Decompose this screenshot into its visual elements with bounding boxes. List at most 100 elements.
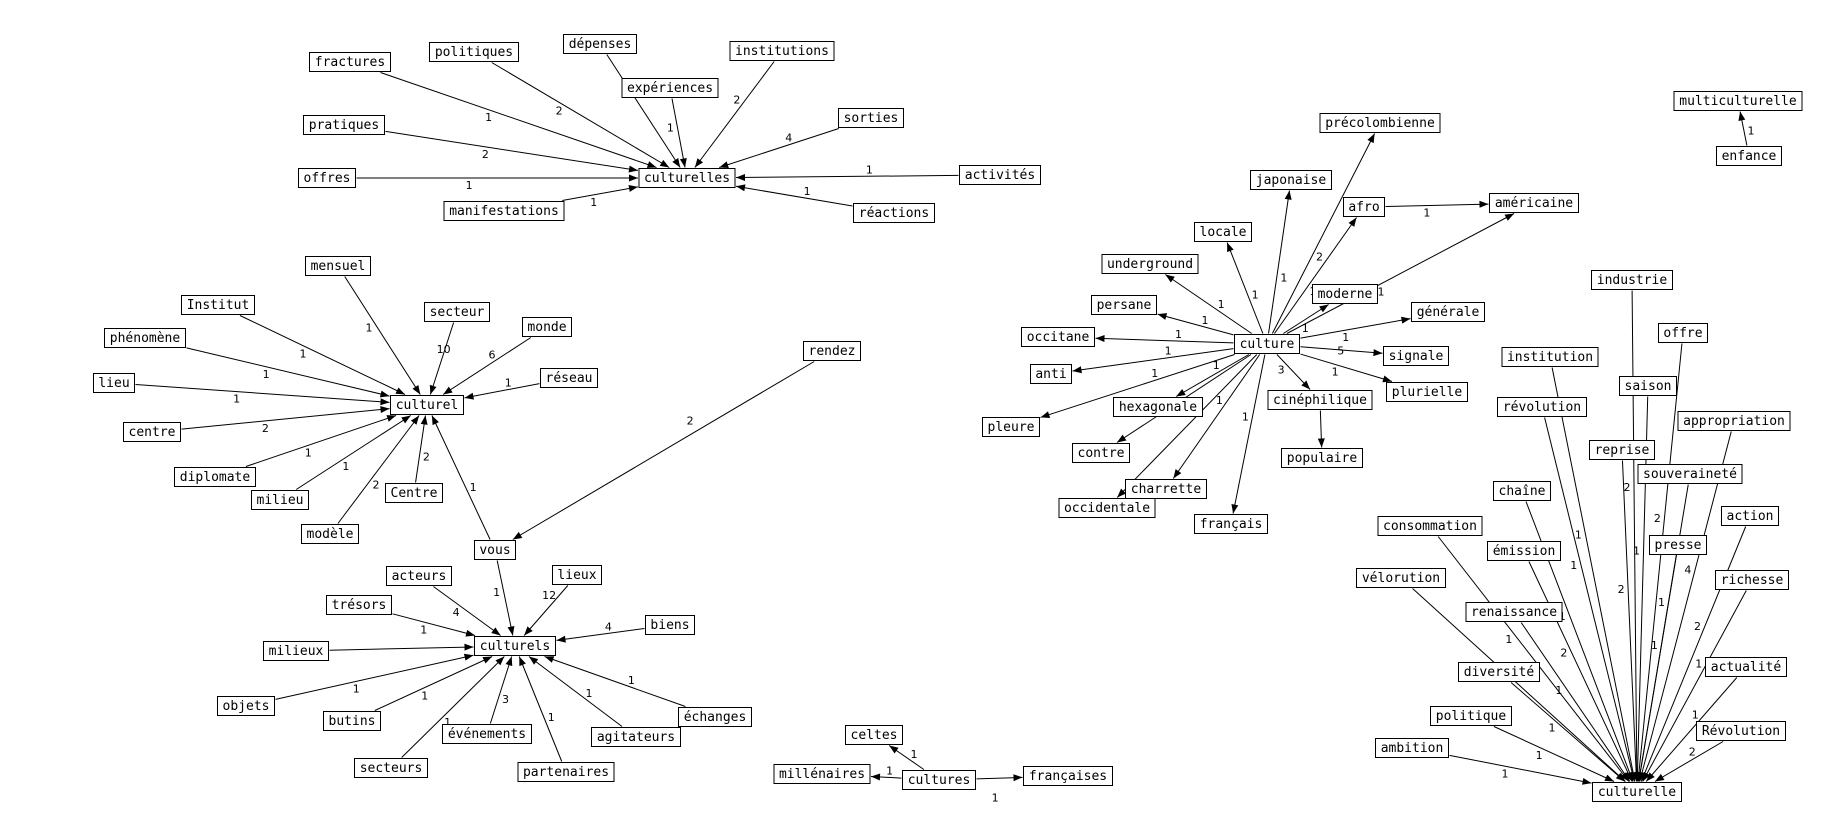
edge-weight: 2 [733, 94, 740, 107]
node-butins: butins [323, 711, 381, 731]
node-label: institution [1507, 350, 1593, 365]
node-box [803, 341, 861, 361]
arrowhead [646, 161, 657, 168]
arrowhead [1642, 771, 1651, 782]
node-box [1721, 506, 1779, 526]
edge-renaissance-to-culturelle [1520, 622, 1631, 782]
edge-lieux-to-culturels [523, 585, 569, 636]
node-box [591, 727, 681, 747]
node-label: événements [448, 727, 526, 742]
node-agitateurs: agitateurs [591, 727, 681, 747]
edge-phenomene-to-culturel [186, 347, 390, 397]
edge-echanges-to-culturels [544, 656, 686, 707]
node-label: offres [304, 171, 351, 186]
node-reactions: réactions [853, 203, 935, 223]
node-label: signale [1389, 349, 1444, 364]
node-enfance: enfance [1716, 146, 1782, 166]
edge-weight: 1 [1216, 394, 1223, 407]
edge-partenaires-to-culturels [518, 656, 563, 762]
node-reprise: reprise [1589, 440, 1655, 460]
node-richesse: richesse [1715, 570, 1789, 590]
node-ambition: ambition [1375, 738, 1449, 758]
node-consommation: consommation [1377, 516, 1483, 536]
node-cultures: cultures [902, 770, 976, 790]
arrowhead [1231, 503, 1239, 514]
edge-weight: 2 [1316, 251, 1323, 264]
edge-weight: 3 [1278, 363, 1285, 376]
node-industrie: industrie [1591, 270, 1673, 290]
arrowhead [1095, 335, 1105, 343]
edge-culture-to-hexagonale [1175, 354, 1250, 397]
node-emission: émission [1487, 541, 1561, 561]
edge-mensuel-to-culturel [344, 276, 421, 395]
edge-vous-to-culturel [431, 415, 491, 540]
node-box [442, 724, 532, 744]
node-box [424, 302, 490, 322]
arrowhead [512, 531, 523, 540]
edge-weight: 1 [505, 376, 512, 389]
node-persane: persane [1091, 295, 1157, 315]
node-charrette: charrette [1125, 479, 1207, 499]
node-box [181, 295, 255, 315]
node-box [1673, 91, 1803, 111]
node-label: celtes [851, 728, 898, 743]
arrowhead [380, 398, 390, 406]
node-label: secteur [430, 305, 485, 320]
edge-weight: 1 [444, 716, 451, 729]
node-label: révolution [1503, 400, 1581, 415]
node-label: cinéphilique [1273, 393, 1367, 408]
edge-weight: 1 [1748, 125, 1755, 138]
arrowhead [1013, 774, 1023, 782]
node-box [1021, 327, 1095, 347]
edge-weight: 2 [556, 105, 563, 118]
edge-weight: 1 [420, 623, 427, 636]
edge-weight: 1 [1165, 345, 1172, 358]
arrowhead [1227, 242, 1234, 253]
node-label: pleure [988, 420, 1035, 435]
node-lieu: lieu [93, 373, 135, 393]
node-box [522, 317, 572, 337]
node-box [1715, 570, 1789, 590]
edge-consommation-to-culturelle [1437, 536, 1630, 782]
node-box [1487, 541, 1561, 561]
node-centre: centre [123, 422, 181, 442]
node-box [1592, 782, 1682, 802]
node-label: lieux [557, 568, 596, 583]
arrowhead [1654, 773, 1665, 782]
edge-weight: 1 [590, 196, 597, 209]
edge-weight: 1 [353, 683, 360, 696]
edge-politiques-to-culturelles [491, 62, 670, 168]
edge-weight: 1 [866, 163, 873, 176]
node-label: fractures [315, 55, 385, 70]
node-plurielle: plurielle [1386, 382, 1468, 402]
edge-rendez-to-vous [512, 361, 815, 540]
node-box [1386, 382, 1468, 402]
node-offre: offre [1658, 323, 1708, 343]
node-objets: objets [217, 696, 275, 716]
node-box [309, 52, 391, 72]
node-label: chaîne [1499, 484, 1546, 499]
node-label: générale [1417, 305, 1480, 320]
arrowhead [482, 656, 493, 664]
node-label: culture [1240, 337, 1295, 352]
edge-weight: 1 [233, 393, 240, 406]
node-box [1194, 514, 1268, 534]
node-label: sorties [844, 111, 899, 126]
node-label: milieu [257, 493, 304, 508]
node-box [354, 758, 428, 778]
node-modele: modèle [301, 524, 359, 544]
node-box [1319, 113, 1441, 133]
node-box [1497, 397, 1587, 417]
node-label: réseau [546, 371, 593, 386]
node-rendez: rendez [803, 341, 861, 361]
edge-weight: 1 [366, 321, 373, 334]
edge-weight: 1 [263, 368, 270, 381]
edge-weight: 1 [1570, 559, 1577, 572]
node-label: lieu [98, 376, 129, 391]
node-label: Révolution [1702, 724, 1780, 739]
edge-culture-to-anti [1072, 348, 1234, 372]
arrowhead [1646, 772, 1655, 782]
edge-weight: 1 [1242, 411, 1249, 424]
node-label: mensuel [311, 259, 366, 274]
